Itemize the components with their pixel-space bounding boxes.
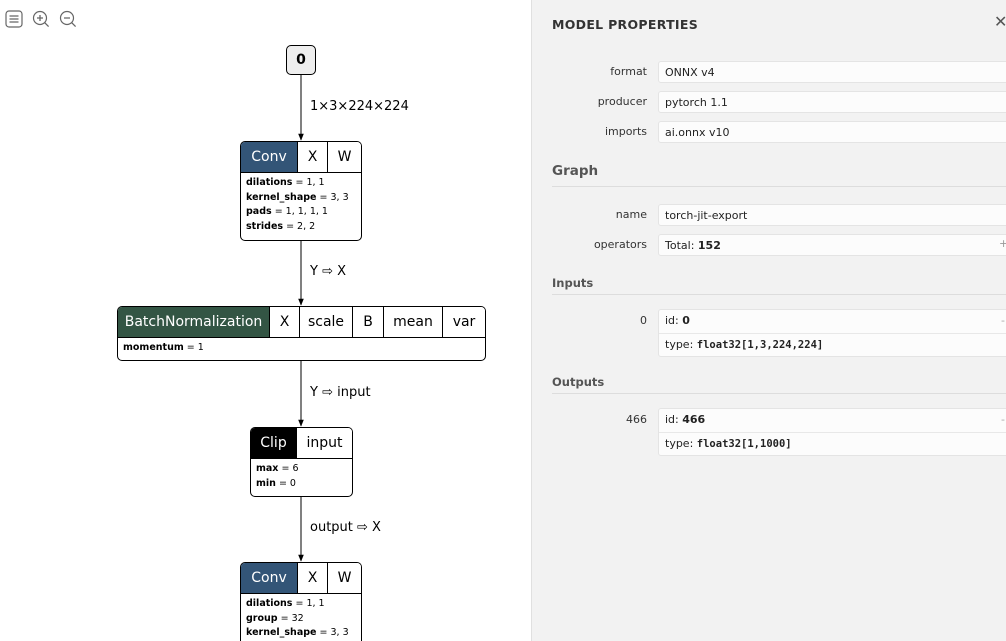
- property-label: operators: [593, 238, 647, 251]
- argument-type-line: type: float32[1,1000]: [659, 432, 1006, 455]
- node-input-label[interactable]: input: [296, 428, 352, 458]
- node-attributes: momentum = 1: [118, 338, 485, 358]
- argument-box[interactable]: id: 0 - type: float32[1,3,224,224]: [658, 309, 1006, 357]
- property-value[interactable]: torch-jit-export: [658, 204, 1006, 226]
- operators-value[interactable]: Total: 152 +: [658, 234, 1006, 256]
- batchnorm-node[interactable]: BatchNormalization X scale B mean var mo…: [117, 306, 486, 361]
- node-input-label[interactable]: scale: [299, 307, 352, 337]
- node-input-label[interactable]: var: [442, 307, 485, 337]
- property-label: format: [610, 65, 647, 78]
- model-properties-sidebar: MODEL PROPERTIES ✕ format ONNX v4 produc…: [531, 0, 1006, 641]
- expand-icon[interactable]: +: [999, 237, 1006, 250]
- node-op-label[interactable]: Conv: [241, 563, 297, 593]
- property-label: name: [615, 208, 647, 221]
- zoom-in-icon[interactable]: [32, 10, 50, 28]
- property-label: producer: [597, 95, 647, 108]
- operators-total-label: Total:: [665, 239, 695, 252]
- graph-canvas[interactable]: 0 1×3×224×224 Y ⇨ X Y ⇨ input output ⇨ X…: [0, 0, 531, 641]
- section-title: Graph: [552, 163, 599, 179]
- close-icon[interactable]: ✕: [994, 12, 1006, 31]
- property-value[interactable]: ONNX v4: [658, 61, 1006, 83]
- section-divider: [552, 186, 1006, 187]
- node-attribute: dilations = 1, 1: [246, 598, 325, 609]
- edge-label: output ⇨ X: [310, 520, 381, 535]
- node-op-label[interactable]: Clip: [251, 428, 296, 458]
- argument-box[interactable]: id: 466 - type: float32[1,1000]: [658, 408, 1006, 456]
- node-header: BatchNormalization X scale B mean var: [118, 307, 485, 338]
- edge-label: Y ⇨ X: [310, 264, 347, 279]
- operators-total-count: 152: [697, 239, 721, 252]
- node-input-label[interactable]: X: [297, 563, 327, 593]
- hamburger-icon[interactable]: [5, 10, 23, 28]
- node-attribute: momentum = 1: [123, 342, 204, 353]
- node-attribute: dilations = 1, 1: [246, 177, 325, 188]
- node-input-label[interactable]: W: [327, 142, 361, 172]
- argument-id-line: id: 466 -: [665, 413, 1005, 426]
- node-attribute: max = 6: [256, 463, 299, 474]
- sidebar-title: MODEL PROPERTIES: [552, 17, 698, 32]
- node-header: Conv X W: [241, 142, 361, 173]
- node-attributes: dilations = 1, 1 group = 32 kernel_shape…: [241, 594, 361, 641]
- node-input-label[interactable]: B: [352, 307, 383, 337]
- node-op-label[interactable]: Conv: [241, 142, 297, 172]
- graph-input-node[interactable]: 0: [286, 45, 316, 75]
- node-input-label[interactable]: W: [327, 563, 361, 593]
- conv-node[interactable]: Conv X W dilations = 1, 1 group = 32 ker…: [240, 562, 362, 641]
- node-attribute: kernel_shape = 3, 3: [246, 627, 349, 638]
- section-title: Outputs: [552, 375, 605, 389]
- node-attribute: kernel_shape = 3, 3: [246, 191, 349, 203]
- section-header-inputs: Inputs: [552, 276, 1006, 295]
- node-op-label[interactable]: BatchNormalization: [118, 307, 269, 337]
- property-value[interactable]: pytorch 1.1: [658, 91, 1006, 113]
- argument-type-line: type: float32[1,3,224,224]: [659, 333, 1006, 356]
- argument-id-line: id: 0 -: [665, 314, 1005, 327]
- section-title: Inputs: [552, 276, 594, 290]
- graph-edges: [298, 75, 304, 562]
- node-attribute: strides = 2, 2: [246, 220, 316, 232]
- property-value[interactable]: ai.onnx v10: [658, 121, 1006, 143]
- node-attributes: dilations = 1, 1 kernel_shape = 3, 3 pad…: [241, 173, 361, 236]
- node-header: Conv X W: [241, 563, 361, 594]
- property-label: imports: [604, 125, 647, 138]
- collapse-icon[interactable]: -: [1001, 413, 1005, 426]
- edge-label: Y ⇨ input: [310, 385, 371, 400]
- zoom-out-icon[interactable]: [59, 10, 77, 28]
- node-input-label[interactable]: X: [269, 307, 299, 337]
- section-header-graph: Graph: [552, 163, 1006, 187]
- node-attribute: pads = 1, 1, 1, 1: [246, 206, 328, 217]
- conv-node[interactable]: Conv X W dilations = 1, 1 kernel_shape =…: [240, 141, 362, 241]
- node-attributes: max = 6 min = 0: [251, 459, 352, 493]
- section-divider: [552, 393, 1006, 394]
- argument-name: 0: [640, 314, 647, 327]
- node-input-label[interactable]: mean: [383, 307, 442, 337]
- section-header-outputs: Outputs: [552, 375, 1006, 394]
- node-attribute: group = 32: [246, 612, 304, 624]
- node-attribute: min = 0: [256, 477, 296, 489]
- node-header: Clip input: [251, 428, 352, 459]
- collapse-icon[interactable]: -: [1001, 314, 1005, 327]
- node-input-label[interactable]: X: [297, 142, 327, 172]
- edge-label: 1×3×224×224: [310, 99, 409, 114]
- section-divider: [552, 294, 1006, 295]
- argument-name: 466: [626, 413, 647, 426]
- clip-node[interactable]: Clip input max = 6 min = 0: [250, 427, 353, 497]
